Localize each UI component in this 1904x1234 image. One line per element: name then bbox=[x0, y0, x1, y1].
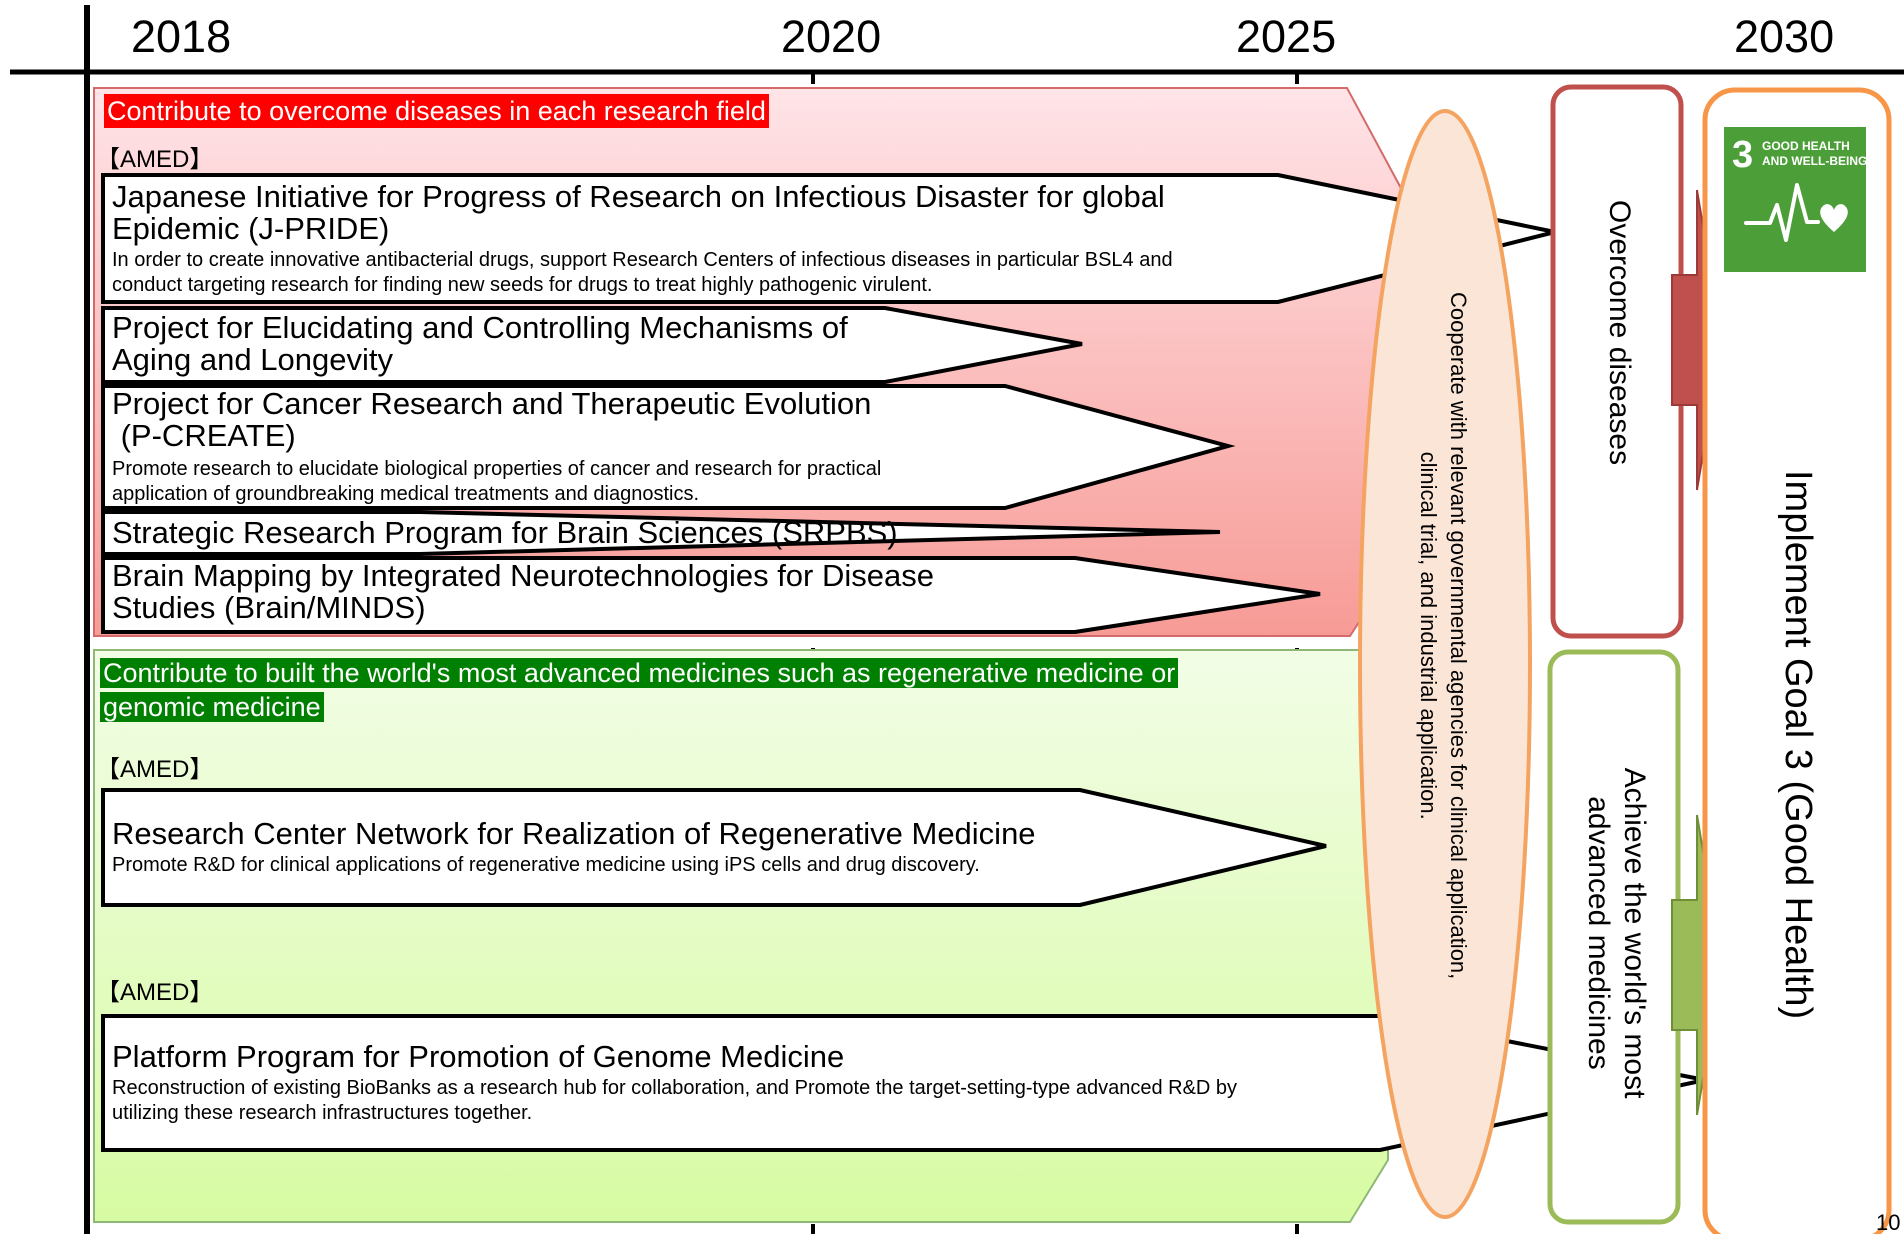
advanced-medicines-text: Achieve the world's most advanced medici… bbox=[1582, 767, 1651, 1099]
project-title-line: (P-CREATE) bbox=[112, 418, 296, 453]
cooperation-line: Cooperate with relevant governmental age… bbox=[1446, 292, 1471, 980]
agency-label: 【AMED】 bbox=[96, 756, 214, 783]
cooperation-line: clinical trial, and industrial applicati… bbox=[1416, 451, 1441, 820]
project-arrow-pcreate bbox=[101, 384, 1236, 510]
project-description-line: utilizing these research infrastructures… bbox=[112, 1102, 533, 1124]
project-brainminds: Brain Mapping by Integrated Neurotechnol… bbox=[112, 560, 934, 624]
sdg-badge-number: 3 bbox=[1732, 134, 1754, 176]
project-description-line: In order to create innovative antibacter… bbox=[112, 249, 1173, 271]
project-title-line: Research Center Network for Realization … bbox=[112, 816, 1036, 851]
cooperation-ellipse bbox=[1358, 109, 1532, 1219]
project-arrow-regenerative bbox=[101, 788, 1327, 907]
project-srpbs: Strategic Research Program for Brain Sci… bbox=[112, 517, 898, 549]
year-label-2018: 2018 bbox=[131, 11, 232, 62]
project-arrow-genome bbox=[101, 1014, 1706, 1152]
project-genome: Platform Program for Promotion of Genome… bbox=[112, 1041, 1237, 1126]
disease-band-title: Contribute to overcome diseases in each … bbox=[104, 94, 769, 128]
goal-box bbox=[1702, 87, 1892, 1234]
project-title-line: Project for Cancer Research and Therapeu… bbox=[112, 386, 872, 421]
band-title-line: Contribute to built the world's most adv… bbox=[100, 658, 1179, 688]
project-description-line: Promote research to elucidate biological… bbox=[112, 458, 882, 480]
project-title-line: Japanese Initiative for Progress of Rese… bbox=[112, 179, 1165, 214]
project-arrow-brainminds bbox=[101, 556, 1321, 634]
heartbeat-heart-icon bbox=[1744, 183, 1848, 242]
cooperation-text: Cooperate with relevant governmental age… bbox=[1413, 292, 1473, 979]
goal-text: Implement Goal 3 (Good Health) bbox=[1777, 470, 1819, 1020]
agency-label: 【AMED】 bbox=[96, 146, 214, 173]
agency-label: 【AMED】 bbox=[96, 979, 214, 1006]
year-label-2020: 2020 bbox=[781, 11, 882, 62]
project-jpride: Japanese Initiative for Progress of Rese… bbox=[112, 181, 1173, 298]
advanced-medicine-band-title: Contribute to built the world's most adv… bbox=[100, 656, 1179, 724]
project-description-line: Reconstruction of existing BioBanks as a… bbox=[112, 1077, 1238, 1099]
project-title-line: Epidemic (J-PRIDE) bbox=[112, 211, 390, 246]
page-number: 10 bbox=[1876, 1210, 1901, 1234]
project-description-line: Promote R&D for clinical applications of… bbox=[112, 854, 980, 876]
year-label-2025: 2025 bbox=[1236, 11, 1337, 62]
project-title-line: Project for Elucidating and Controlling … bbox=[112, 310, 848, 345]
project-title-line: Strategic Research Program for Brain Sci… bbox=[112, 515, 898, 550]
overcome-diseases-text: Overcome diseases bbox=[1603, 200, 1636, 466]
project-title-line: Studies (Brain/MINDS) bbox=[112, 590, 426, 625]
project-arrow-aging bbox=[101, 306, 1083, 384]
project-aging: Project for Elucidating and Controlling … bbox=[112, 312, 848, 376]
sdg-badge-label: GOOD HEALTH AND WELL-BEING bbox=[1762, 139, 1868, 168]
project-arrow-srpbs bbox=[101, 510, 1221, 556]
project-regenerative: Research Center Network for Realization … bbox=[112, 818, 1036, 878]
project-title-line: Aging and Longevity bbox=[112, 342, 393, 377]
project-pcreate: Project for Cancer Research and Therapeu… bbox=[112, 388, 881, 507]
project-description-line: application of groundbreaking medical tr… bbox=[112, 483, 700, 505]
project-description-line: conduct targeting research for finding n… bbox=[112, 274, 933, 296]
year-label-2030: 2030 bbox=[1734, 11, 1835, 62]
project-title-line: Brain Mapping by Integrated Neurotechnol… bbox=[112, 558, 934, 593]
band-title-line: genomic medicine bbox=[100, 692, 324, 722]
project-title-line: Platform Program for Promotion of Genome… bbox=[112, 1039, 845, 1074]
